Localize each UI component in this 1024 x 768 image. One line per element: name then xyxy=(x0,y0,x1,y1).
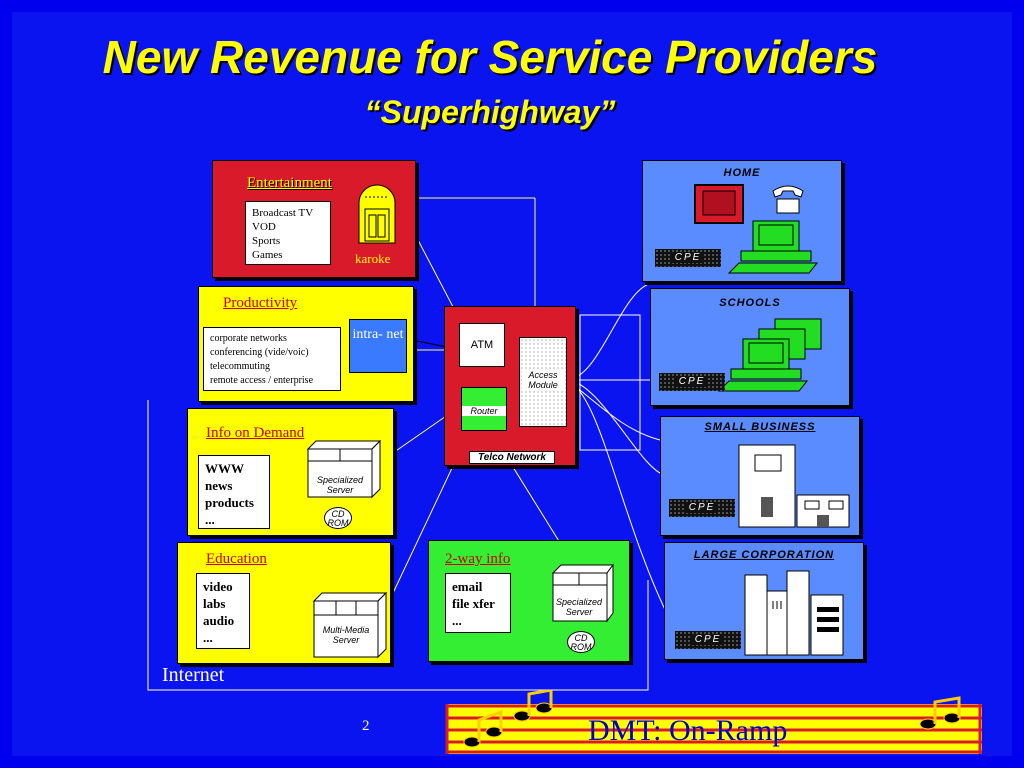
info-on-demand-header: Info on Demand xyxy=(206,425,305,441)
server-label: Specialized Server xyxy=(555,597,603,617)
jukebox-icon xyxy=(358,184,396,244)
karoke-label: karoke xyxy=(355,251,391,266)
list-item: remote access / enterprise xyxy=(210,375,314,386)
list-item: products xyxy=(205,495,254,510)
list-item: WWW xyxy=(205,461,244,476)
two-way-list: email file xfer ... xyxy=(445,573,511,633)
slide-subtitle: “Superhighway” xyxy=(364,94,616,130)
specialized-server-icon xyxy=(551,563,614,623)
intranet-box: intra- net xyxy=(349,319,407,373)
multimedia-server-icon xyxy=(312,591,388,659)
cd-rom-icon: CD ROM xyxy=(324,507,352,529)
brand-label: DMT: On-Ramp xyxy=(588,714,788,747)
two-way-header: 2-way info xyxy=(445,551,511,567)
list-item: video xyxy=(203,579,233,594)
office-buildings-icon xyxy=(744,570,844,656)
list-item: conferencing (vide/voic) xyxy=(210,347,309,358)
entertainment-box: Entertainment Broadcast TV VOD Sports Ga… xyxy=(212,160,416,278)
list-item: audio xyxy=(203,613,235,628)
telco-network-box: ATM Router Access Module Telco Network xyxy=(444,306,576,466)
internet-label: Internet xyxy=(162,664,225,686)
large-corporation-label: LARGE CORPORATION xyxy=(693,549,835,561)
cpe-device: CPE xyxy=(669,499,735,517)
productivity-list: corporate networks conferencing (vide/vo… xyxy=(203,327,341,391)
cpe-device: CPE xyxy=(655,249,721,267)
server-label: Multi-Media Server xyxy=(322,625,370,645)
list-item: file xfer xyxy=(452,596,495,611)
page-number: 2 xyxy=(362,718,370,734)
cd-rom-icon: CD ROM xyxy=(567,631,595,653)
small-business-label: SMALL BUSINESS xyxy=(704,421,816,433)
info-list: WWW news products ... xyxy=(198,455,270,529)
access-module: Access Module xyxy=(519,337,567,427)
list-item: labs xyxy=(203,596,226,611)
education-list: video labs audio ... xyxy=(196,573,250,649)
atm-switch: ATM xyxy=(459,323,505,367)
router-label: Router xyxy=(462,406,506,416)
list-item: Sports xyxy=(252,235,281,247)
cpe-device: CPE xyxy=(659,373,725,391)
building-icon xyxy=(738,444,850,528)
specialized-server-icon xyxy=(306,439,382,499)
schools-site: SCHOOLS CPE xyxy=(650,288,850,406)
home-site: HOME CPE xyxy=(642,160,842,282)
list-item: ... xyxy=(203,630,213,645)
list-item: Games xyxy=(252,249,283,261)
server-label: Specialized Server xyxy=(316,475,364,495)
cpe-device: CPE xyxy=(675,631,741,649)
small-business-site: SMALL BUSINESS CPE xyxy=(660,416,860,536)
two-way-info-box: 2-way info email file xfer ... Specializ… xyxy=(428,540,630,662)
schools-label: SCHOOLS xyxy=(719,297,781,309)
entertainment-list: Broadcast TV VOD Sports Games xyxy=(245,201,331,265)
slide-title: New Revenue for Service Providers xyxy=(102,31,878,83)
list-item: telecommuting xyxy=(210,361,270,372)
telco-network-label: Telco Network xyxy=(469,451,555,464)
router-box: Router xyxy=(461,387,507,431)
television-icon xyxy=(694,184,744,224)
list-item: ... xyxy=(452,613,462,628)
education-box: Education video labs audio ... Multi-Med… xyxy=(177,542,391,664)
list-item: news xyxy=(205,478,233,493)
home-label: HOME xyxy=(723,167,761,179)
education-header: Education xyxy=(206,551,267,567)
computer-icon xyxy=(727,220,819,274)
list-item: Broadcast TV xyxy=(252,207,314,219)
list-item: ... xyxy=(205,512,215,527)
computers-icon xyxy=(717,318,822,392)
entertainment-header: Entertainment xyxy=(247,175,332,191)
telephone-icon xyxy=(772,185,804,214)
large-corporation-site: LARGE CORPORATION CPE xyxy=(664,542,864,660)
list-item: email xyxy=(452,579,483,594)
list-item: VOD xyxy=(252,221,276,233)
productivity-box: Productivity corporate networks conferen… xyxy=(198,286,414,402)
music-staff-decoration xyxy=(445,690,982,754)
info-on-demand-box: Info on Demand WWW news products ... Spe… xyxy=(187,408,394,536)
productivity-header: Productivity xyxy=(223,295,298,311)
access-module-label: Access Module xyxy=(522,370,564,390)
list-item: corporate networks xyxy=(210,333,287,344)
